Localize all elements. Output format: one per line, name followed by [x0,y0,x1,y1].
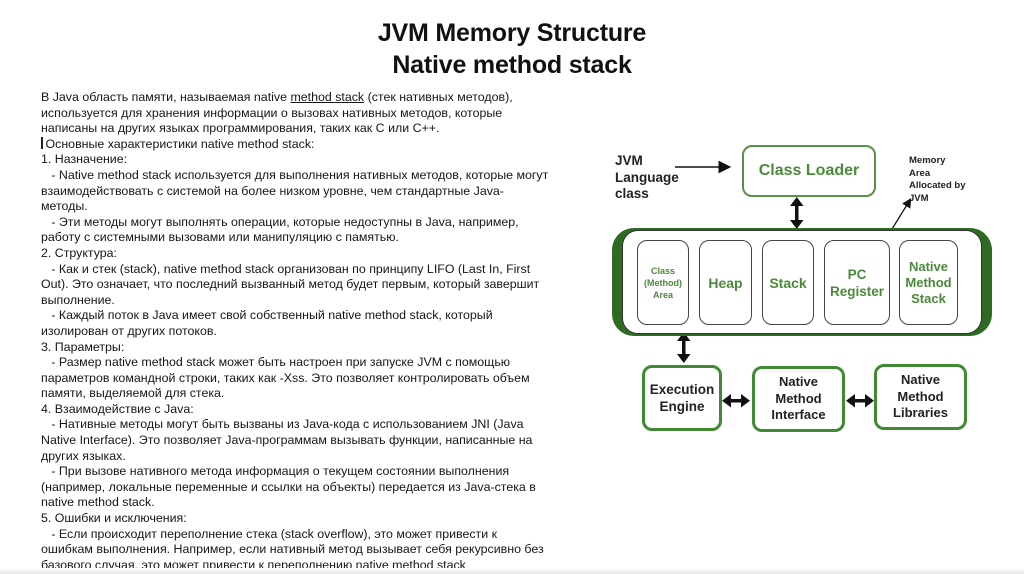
body-line: 1. Назначение: [41,152,128,167]
area-label-line: Stack [769,274,807,291]
area-label-line: (Method) [644,277,682,288]
body-line: Out). Это означает, что последний вызван… [41,277,540,292]
body-text: В Java область памяти, называемая native… [41,90,586,573]
body-line: 5. Ошибки и исключения: [41,511,187,526]
characteristics-heading: Основные характеристики native method st… [41,136,586,153]
box-label-line: Native [778,374,818,390]
area-label-line: Class [650,265,676,276]
class-loader-label: Class Loader [758,162,860,179]
arrow-interface-libraries [846,394,874,408]
box-label-line: Engine [659,399,705,414]
box-label-line: Interface [771,407,826,423]
note-line: Area [909,167,931,179]
area-label-line: PC [847,266,867,282]
box-label-line: Native [900,372,940,388]
body-line: других языках. [41,448,126,463]
body-line: - Каждый поток в Java имеет свой собстве… [41,308,493,323]
body-line: - При вызове нативного метода информация… [41,464,510,479]
execution-engine-box: Execution Engine [642,365,722,431]
heading-text: Основные характеристики native method st… [45,136,315,151]
area-label-line: Native [908,258,949,274]
native-method-interface-box: Native Method Interface [752,366,845,432]
body-line: - Эти методы могут выполнять операции, к… [41,214,519,229]
slide-subtitle: Native method stack [392,51,632,79]
body-line: 4. Взаимодействие с Java: [41,401,194,416]
note-line: Memory [909,155,946,166]
body-line: взаимодействовать с системой на более ни… [41,183,504,198]
method-stack-link[interactable]: method stack [290,90,365,104]
body-lines: 1. Назначение: - Native method stack исп… [41,152,586,573]
body-line: native method stack. [41,495,155,510]
box-label-line: Method [897,388,944,404]
arrow-execution-interface [722,394,750,408]
arrow-loader-memory [790,197,804,229]
note-line: JVM [909,192,929,204]
jvm-diagram: JVM Language class Class Loader Memory A… [600,135,1000,445]
area-label-line: Stack [911,290,946,306]
area-label-line: Register [829,283,885,299]
memory-area-class-method-area: Class (Method) Area [637,240,689,325]
memory-area-native-method-stack: Native Method Stack [899,240,958,325]
slide-bottom-edge [0,568,1024,574]
body-line: (например, локальные переменные и ссылки… [41,479,536,494]
memory-area-note: Memory Area Allocated by JVM [909,155,966,205]
body-line: - Нативные методы могут быть вызваны из … [41,417,524,432]
area-label-line: Heap [708,274,743,291]
body-line: работу с системными вызовами или манипул… [41,230,399,245]
body-line: - Если происходит переполнение стека (st… [41,526,498,541]
intro-line-3: написаны на других языках программирован… [41,121,440,136]
diagram-arrows [675,160,912,408]
memory-area-stack: Stack [762,240,814,325]
note-line: Allocated by [909,180,966,191]
body-line: 2. Структура: [41,245,118,260]
label-line: class [615,186,649,201]
body-line: - Размер native method stack может быть … [41,355,511,370]
area-label-line: Method [905,274,952,290]
body-line: методы. [41,199,88,214]
body-line: памяти, выделяемой для стека. [41,386,225,401]
body-line: 3. Параметры: [41,339,125,354]
body-line: Native Interface). Это позволяет Java-пр… [41,433,533,448]
memory-area-heap: Heap [699,240,752,325]
body-line: - Как и стек (stack), native method stac… [41,261,531,276]
area-label-line: Area [652,289,673,300]
jvm-language-class-label: JVM Language class [615,153,679,203]
body-line: выполнение. [41,292,115,307]
arrow-memory-note [891,197,912,230]
arrow-memory-execution [677,332,691,363]
intro-prefix: В Java область памяти, называемая native [41,90,291,104]
intro-line-2: используется для хранения информации о в… [41,105,503,120]
class-loader-box: Class Loader [742,145,876,197]
label-line: JVM [615,153,643,168]
intro-line-1: В Java область памяти, называемая native… [41,90,586,106]
label-line: Language [615,169,679,185]
body-line: - Native method stack используется для в… [41,167,549,182]
box-label-line: Libraries [893,405,948,421]
body-line: ошибкам выполнения. Например, если натив… [41,542,544,557]
text-cursor [41,136,43,149]
box-label-line: Execution [649,382,715,397]
memory-area-pc-register: PC Register [824,240,890,325]
body-line: параметров командной строки, таких как -… [41,370,530,385]
intro-suffix: (стек нативных методов), [364,90,513,104]
slide-title: JVM Memory Structure [377,19,647,47]
native-method-libraries-box: Native Method Libraries [874,364,967,430]
body-line: изолирован от других потоков. [41,323,217,338]
box-label-line: Method [775,390,822,406]
